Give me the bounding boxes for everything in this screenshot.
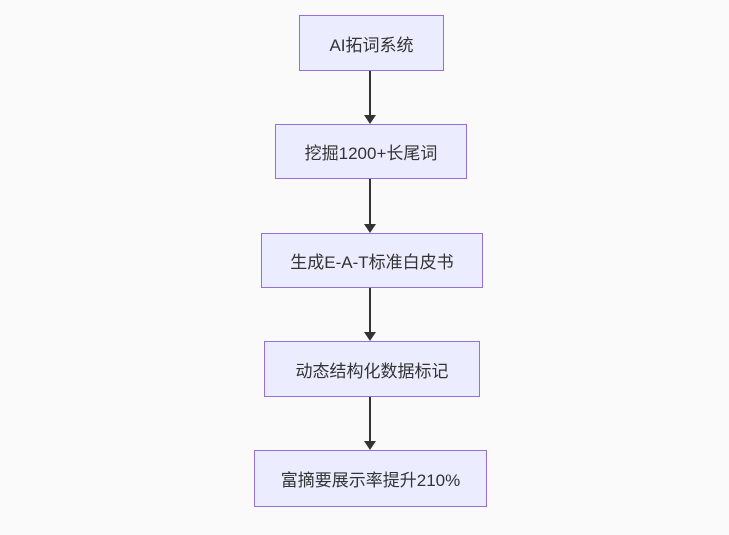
flowchart-node-rich-snippet-result: 富摘要展示率提升210% [254,450,487,507]
flowchart-node-structured-data-markup: 动态结构化数据标记 [264,341,480,397]
flowchart-node-longtail-mining: 挖掘1200+长尾词 [275,124,467,179]
node-label: 挖掘1200+长尾词 [304,144,438,163]
edge-line-2 [369,179,371,224]
arrowhead-down-icon [364,441,376,450]
edge-line-1 [369,71,371,115]
edge-line-4 [369,397,371,441]
arrowhead-down-icon [364,115,376,124]
node-label: 富摘要展示率提升210% [280,471,461,490]
node-label: 生成E-A-T标准白皮书 [290,253,454,272]
node-label: AI拓词系统 [329,35,414,55]
flowchart-node-ai-word-expansion: AI拓词系统 [299,15,444,71]
arrowhead-down-icon [364,224,376,233]
node-label: 动态结构化数据标记 [295,361,449,381]
edge-line-3 [369,288,371,332]
flowchart-node-eat-whitepaper: 生成E-A-T标准白皮书 [261,233,483,288]
arrowhead-down-icon [364,332,376,341]
